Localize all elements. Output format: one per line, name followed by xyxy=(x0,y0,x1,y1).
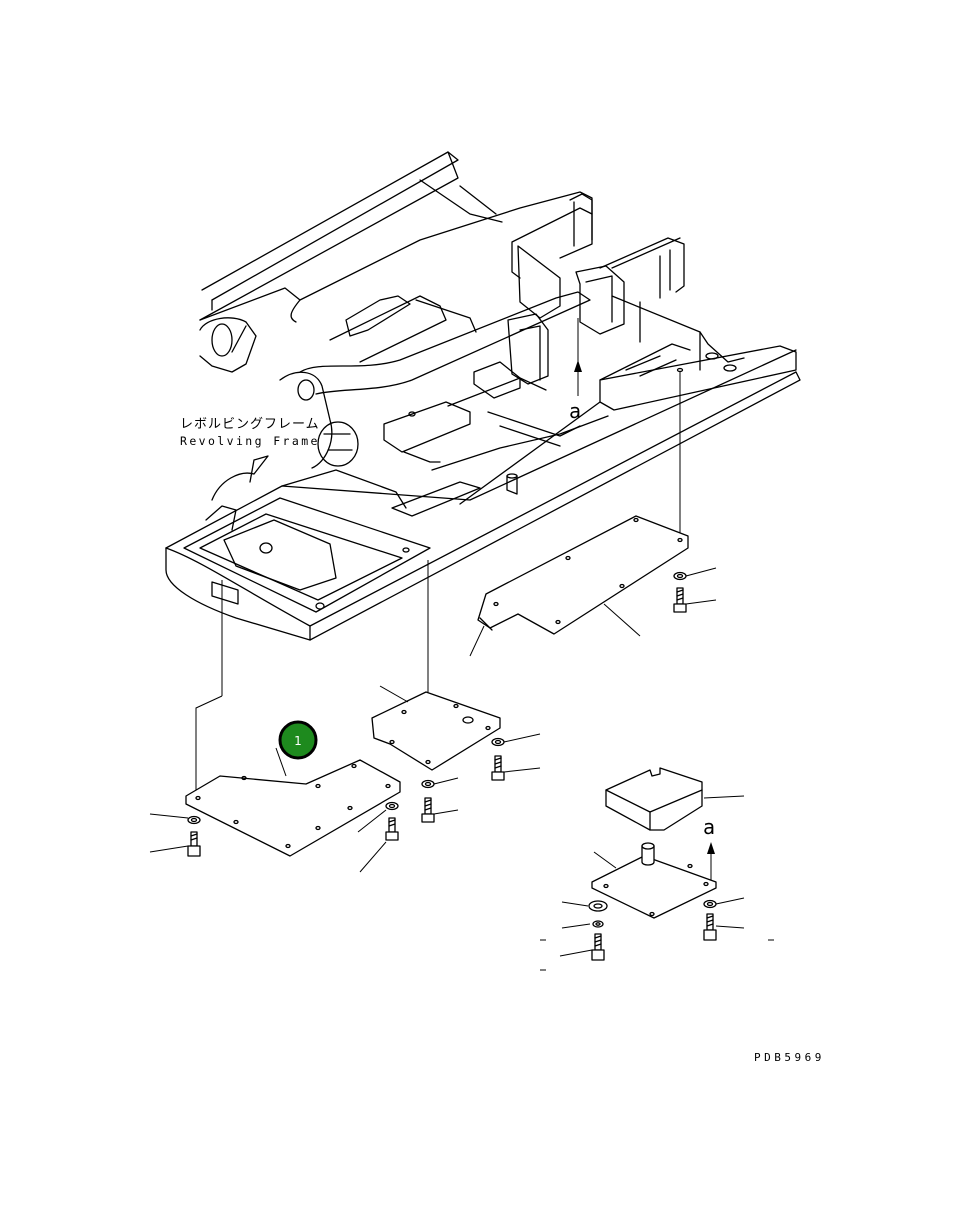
leader-line xyxy=(357,809,387,873)
leader-line xyxy=(275,747,287,777)
arrow-a-lower xyxy=(707,842,715,860)
washer[interactable] xyxy=(673,571,687,581)
callout-1-number: 1 xyxy=(294,734,302,748)
arrow-a-upper xyxy=(574,360,582,396)
leader-line xyxy=(685,567,717,605)
drawing-number: PDB5969 xyxy=(754,1051,825,1064)
frame-label-japanese: レボルビングフレーム xyxy=(180,417,320,432)
right-undercover[interactable] xyxy=(477,515,689,635)
leader-line xyxy=(559,901,593,957)
spacer[interactable] xyxy=(588,900,608,912)
bolt[interactable] xyxy=(187,831,201,857)
leader-line xyxy=(149,813,189,853)
bolt[interactable] xyxy=(421,797,435,823)
leader-line xyxy=(433,777,459,815)
leader-line xyxy=(379,685,409,703)
washer[interactable] xyxy=(491,737,505,747)
bolt[interactable] xyxy=(491,755,505,781)
washer[interactable] xyxy=(703,899,717,909)
view-label-a-lower: a xyxy=(703,815,715,839)
leader-line xyxy=(603,603,641,637)
leader-line xyxy=(469,625,485,657)
cover-pad[interactable] xyxy=(605,767,703,831)
bolt[interactable] xyxy=(591,933,605,961)
bolt[interactable] xyxy=(385,817,399,841)
center-undercover[interactable] xyxy=(371,691,501,771)
washer[interactable] xyxy=(592,920,604,928)
base-plate[interactable] xyxy=(591,842,717,919)
bolt[interactable] xyxy=(673,587,687,613)
left-undercover[interactable] xyxy=(185,759,401,857)
leader-line xyxy=(703,795,745,799)
callout-1-balloon[interactable]: 1 xyxy=(278,720,318,760)
frame-label-english: Revolving Frame xyxy=(180,434,320,448)
washer[interactable] xyxy=(421,779,435,789)
washer[interactable] xyxy=(187,815,201,825)
view-label-a-upper: a xyxy=(569,399,581,423)
leader-line xyxy=(503,733,541,773)
bolt[interactable] xyxy=(703,913,717,941)
leader-line xyxy=(715,897,745,929)
leader-line xyxy=(540,939,774,971)
leader-line xyxy=(593,851,617,869)
washer[interactable] xyxy=(385,801,399,811)
revolving-frame xyxy=(165,151,801,641)
